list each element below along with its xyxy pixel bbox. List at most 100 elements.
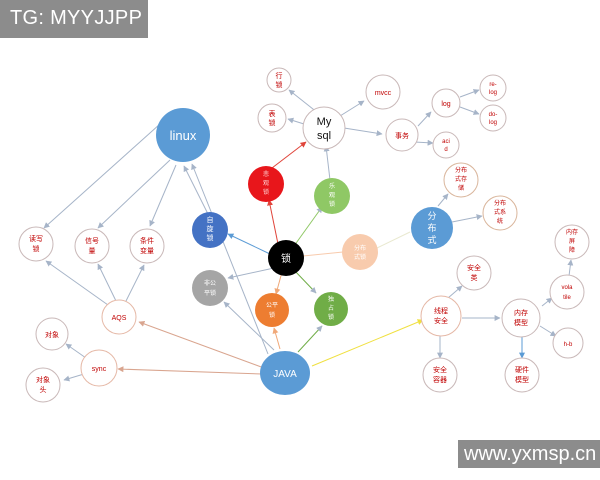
svg-text:分: 分 bbox=[427, 211, 436, 222]
svg-text:障: 障 bbox=[569, 246, 575, 254]
svg-text:锁: 锁 bbox=[269, 118, 276, 127]
edge-sync-object bbox=[65, 343, 87, 359]
edge-java-aqs bbox=[138, 321, 265, 369]
node-java: JAVA bbox=[260, 351, 310, 395]
svg-text:悲: 悲 bbox=[263, 170, 269, 178]
node-unfair-lock: 非公 平锁 bbox=[192, 270, 228, 306]
svg-text:锁: 锁 bbox=[263, 188, 269, 196]
svg-text:安全: 安全 bbox=[433, 365, 447, 374]
svg-text:类: 类 bbox=[471, 273, 478, 282]
node-happens-before: h-b bbox=[552, 327, 584, 359]
node-distributed-system: 分布 式系 统 bbox=[482, 195, 518, 231]
svg-text:锁: 锁 bbox=[33, 244, 40, 253]
node-transaction: 事务 bbox=[385, 118, 419, 152]
svg-text:线程: 线程 bbox=[434, 306, 448, 315]
svg-text:统: 统 bbox=[497, 217, 503, 225]
watermark-top-left: TG: MYYJJPP bbox=[0, 0, 148, 38]
svg-text:信号: 信号 bbox=[85, 236, 99, 245]
svg-text:内存: 内存 bbox=[514, 308, 528, 317]
svg-text:式系: 式系 bbox=[494, 208, 506, 216]
svg-text:旋: 旋 bbox=[207, 224, 214, 233]
edge-java-unfair bbox=[223, 301, 275, 351]
node-table-lock: 表 锁 bbox=[257, 103, 287, 133]
node-object: 对象 bbox=[35, 317, 69, 351]
node-distributed: 分 布 式 bbox=[411, 207, 453, 249]
edge-lock-spin bbox=[227, 233, 271, 255]
edge-pessimistic-mysql bbox=[271, 141, 307, 169]
svg-text:布: 布 bbox=[427, 222, 436, 234]
edge-spin-linux bbox=[183, 165, 209, 215]
edge-lock-pessimistic bbox=[267, 199, 279, 245]
node-memory-barrier: 内存 屏 障 bbox=[554, 224, 590, 260]
edge-java-fair bbox=[272, 327, 281, 350]
svg-text:sql: sql bbox=[317, 130, 331, 142]
edge-mysql-table bbox=[287, 117, 305, 125]
edge-sync-objheader bbox=[63, 373, 85, 382]
edge-aqs-condition bbox=[125, 264, 145, 302]
svg-text:自: 自 bbox=[207, 215, 214, 224]
svg-text:锁: 锁 bbox=[328, 313, 334, 321]
edge-aqs-rwlock bbox=[45, 260, 109, 306]
node-volatile: vola tile bbox=[549, 274, 585, 310]
node-safe-container: 安全 容器 bbox=[422, 357, 458, 393]
svg-text:锁: 锁 bbox=[281, 252, 291, 265]
svg-text:硬件: 硬件 bbox=[515, 365, 529, 374]
svg-text:h-b: h-b bbox=[564, 342, 573, 348]
svg-text:do-: do- bbox=[489, 112, 498, 118]
svg-text:容器: 容器 bbox=[433, 375, 447, 384]
node-memory-model: 内存 模型 bbox=[501, 298, 541, 338]
edge-lock-unfair bbox=[227, 267, 275, 280]
svg-text:储: 储 bbox=[458, 184, 464, 192]
svg-text:分布: 分布 bbox=[494, 199, 506, 207]
svg-text:sync: sync bbox=[92, 366, 107, 373]
node-row-lock: 行 锁 bbox=[266, 67, 292, 93]
svg-text:占: 占 bbox=[328, 304, 334, 312]
edge-linux-rwlock bbox=[43, 123, 161, 229]
node-distributed-storage: 分布 式存 储 bbox=[443, 162, 479, 198]
node-label: linux bbox=[170, 128, 197, 143]
node-object-header: 对象 头 bbox=[25, 367, 61, 403]
node-lock: 锁 bbox=[268, 240, 304, 276]
edge-linux-semaphore bbox=[97, 159, 171, 229]
svg-text:独: 独 bbox=[328, 295, 334, 303]
svg-text:log: log bbox=[489, 90, 497, 96]
node-log: log bbox=[431, 88, 461, 118]
edge-memmodel-volatile bbox=[541, 297, 553, 307]
node-fair-lock: 公平 锁 bbox=[255, 293, 289, 327]
svg-text:公平: 公平 bbox=[266, 302, 278, 309]
edge-aqs-semaphore bbox=[97, 263, 117, 302]
edge-threadsafe-safeclass bbox=[447, 285, 463, 299]
watermark-bottom-right: www.yxmsp.cn bbox=[458, 440, 600, 468]
svg-text:式: 式 bbox=[427, 234, 436, 246]
node-mysql: My sql bbox=[302, 106, 346, 150]
svg-text:aci: aci bbox=[442, 139, 450, 145]
node-safe-class: 安全 类 bbox=[456, 255, 492, 291]
svg-text:JAVA: JAVA bbox=[273, 369, 297, 380]
node-acid: aci d bbox=[432, 131, 460, 159]
svg-text:mvcc: mvcc bbox=[375, 90, 392, 97]
edge-distributed-system bbox=[451, 214, 483, 223]
svg-text:式存: 式存 bbox=[455, 175, 467, 183]
edge-tx-acid bbox=[413, 139, 434, 146]
svg-text:安全: 安全 bbox=[467, 263, 481, 272]
svg-text:log: log bbox=[489, 120, 497, 126]
svg-text:re-: re- bbox=[489, 82, 496, 88]
svg-text:非公: 非公 bbox=[204, 279, 216, 287]
svg-text:vola: vola bbox=[561, 285, 573, 291]
edge-java-exclusive bbox=[297, 325, 323, 353]
node-hardware-model: 硬件 模型 bbox=[504, 357, 540, 393]
edge-mysql-mvcc bbox=[339, 100, 365, 117]
svg-text:行: 行 bbox=[276, 71, 283, 80]
svg-text:对象: 对象 bbox=[45, 330, 59, 339]
edge-log-undo bbox=[459, 106, 480, 115]
edge-linux-condition bbox=[149, 164, 177, 227]
node-optimistic-lock: 乐 观 锁 bbox=[314, 178, 350, 214]
node-exclusive-lock: 独 占 锁 bbox=[314, 292, 348, 326]
svg-text:条件: 条件 bbox=[140, 236, 154, 245]
edge-volatile-barrier bbox=[567, 259, 574, 277]
svg-text:锁: 锁 bbox=[276, 80, 283, 89]
edge-lock-exclusive bbox=[293, 269, 317, 294]
node-mvcc: mvcc bbox=[365, 74, 401, 110]
